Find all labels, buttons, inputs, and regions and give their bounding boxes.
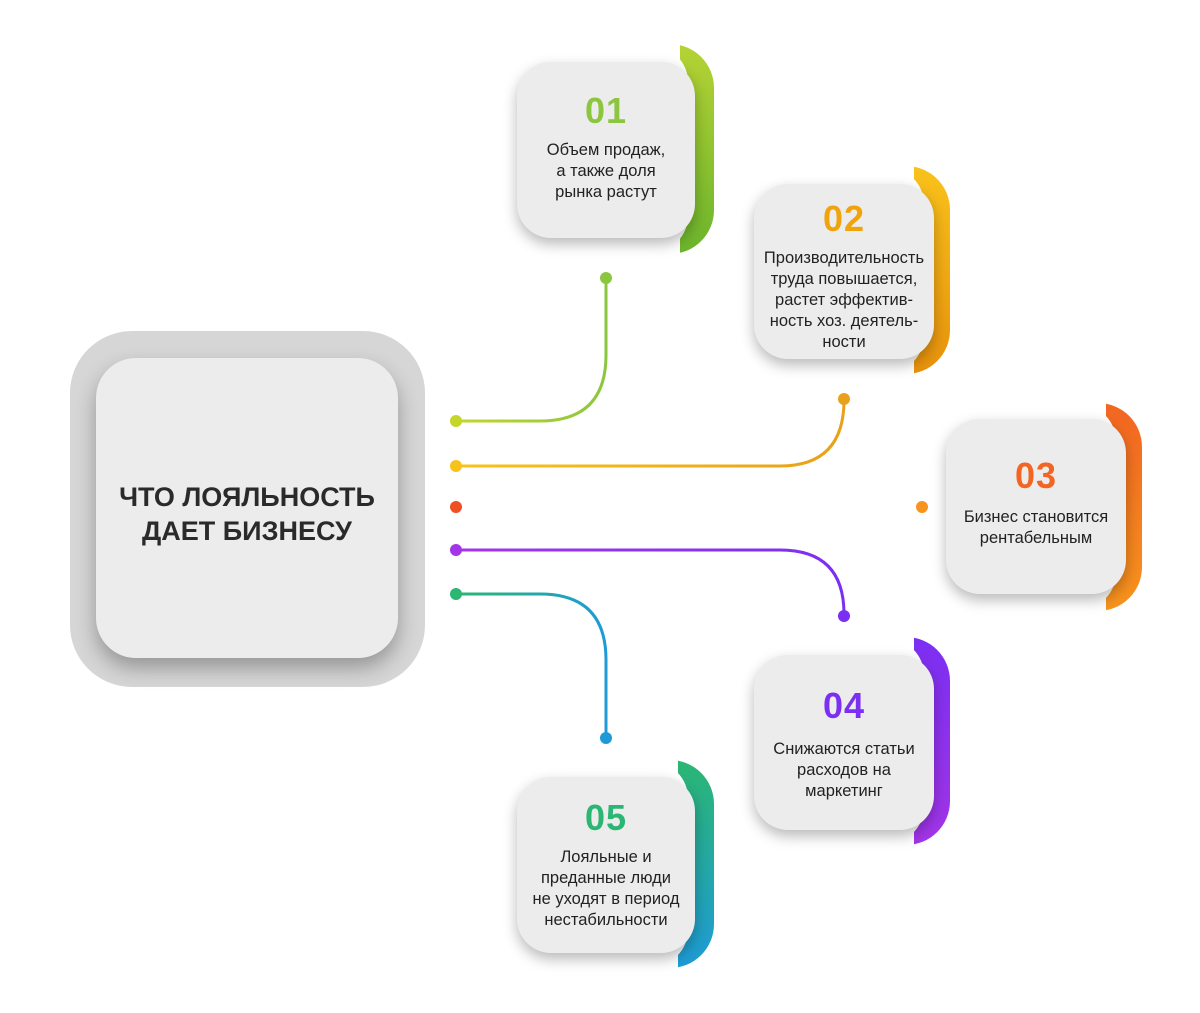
benefit-card-04: 04 Снижаются статьи расходов на маркетин…: [754, 655, 934, 830]
benefit-card-02: 02 Производительность труда повышается, …: [754, 184, 934, 359]
main-title: ЧТО ЛОЯЛЬНОСТЬ ДАЕТ БИЗНЕСУ: [96, 480, 398, 548]
benefit-text-line: расходов на: [797, 761, 891, 779]
benefit-text-line: Лояльные и: [560, 848, 652, 866]
wire-02-start-dot: [450, 460, 462, 472]
benefit-number: 05: [584, 797, 628, 838]
wire-05: [456, 592, 608, 738]
wire-03-start-dot: [450, 501, 462, 513]
wire-01-end-dot: [600, 272, 612, 284]
benefit-card-01: 01 Объем продаж, а также доля рынка раст…: [517, 62, 695, 238]
wire-01: [456, 278, 608, 423]
benefit-card-03: 03 Бизнес становится рентабельным: [946, 419, 1126, 594]
benefit-card-05: 05 Лояльные и преданные люди не уходят в…: [517, 777, 695, 953]
benefit-text-line: нестабильности: [544, 911, 668, 929]
benefit-text-line: рентабельным: [979, 529, 1093, 547]
main-title-line-2: ДАЕТ БИЗНЕСУ: [142, 516, 352, 546]
wire-04: [456, 548, 846, 615]
benefit-text-line: растет эффектив-: [775, 291, 913, 309]
wire-05-end-dot: [600, 732, 612, 744]
benefit-text-line: ности: [822, 333, 866, 351]
main-title-line-1: ЧТО ЛОЯЛЬНОСТЬ: [119, 482, 375, 512]
benefit-text-line: Бизнес становится: [963, 508, 1109, 526]
main-box: ЧТО ЛОЯЛЬНОСТЬ ДАЕТ БИЗНЕСУ: [96, 358, 398, 658]
benefit-number: 04: [822, 685, 866, 726]
benefit-text-line: Снижаются статьи: [773, 740, 915, 758]
benefit-number: 03: [1014, 455, 1058, 496]
benefit-text-line: преданные люди: [540, 869, 672, 887]
benefit-text-line: рынка растут: [555, 183, 657, 201]
wire-05-start-dot: [450, 588, 462, 600]
benefit-number: 01: [584, 90, 628, 131]
benefit-text-line: а также доля: [556, 162, 656, 180]
wire-02-end-dot: [838, 393, 850, 405]
benefit-text-line: ность хоз. деятель-: [769, 312, 919, 330]
wire-02: [456, 399, 846, 468]
benefit-text-line: труда повышается,: [770, 270, 918, 288]
benefit-text-line: Производительность: [763, 249, 925, 267]
benefit-number: 02: [822, 198, 866, 239]
wire-04-start-dot: [450, 544, 462, 556]
wire-03-end-dot: [916, 501, 928, 513]
benefit-text-line: Объем продаж,: [546, 141, 666, 159]
benefit-text-line: маркетинг: [805, 782, 883, 800]
wire-04-end-dot: [838, 610, 850, 622]
benefit-text-line: не уходят в период: [532, 890, 680, 908]
wire-01-start-dot: [450, 415, 462, 427]
